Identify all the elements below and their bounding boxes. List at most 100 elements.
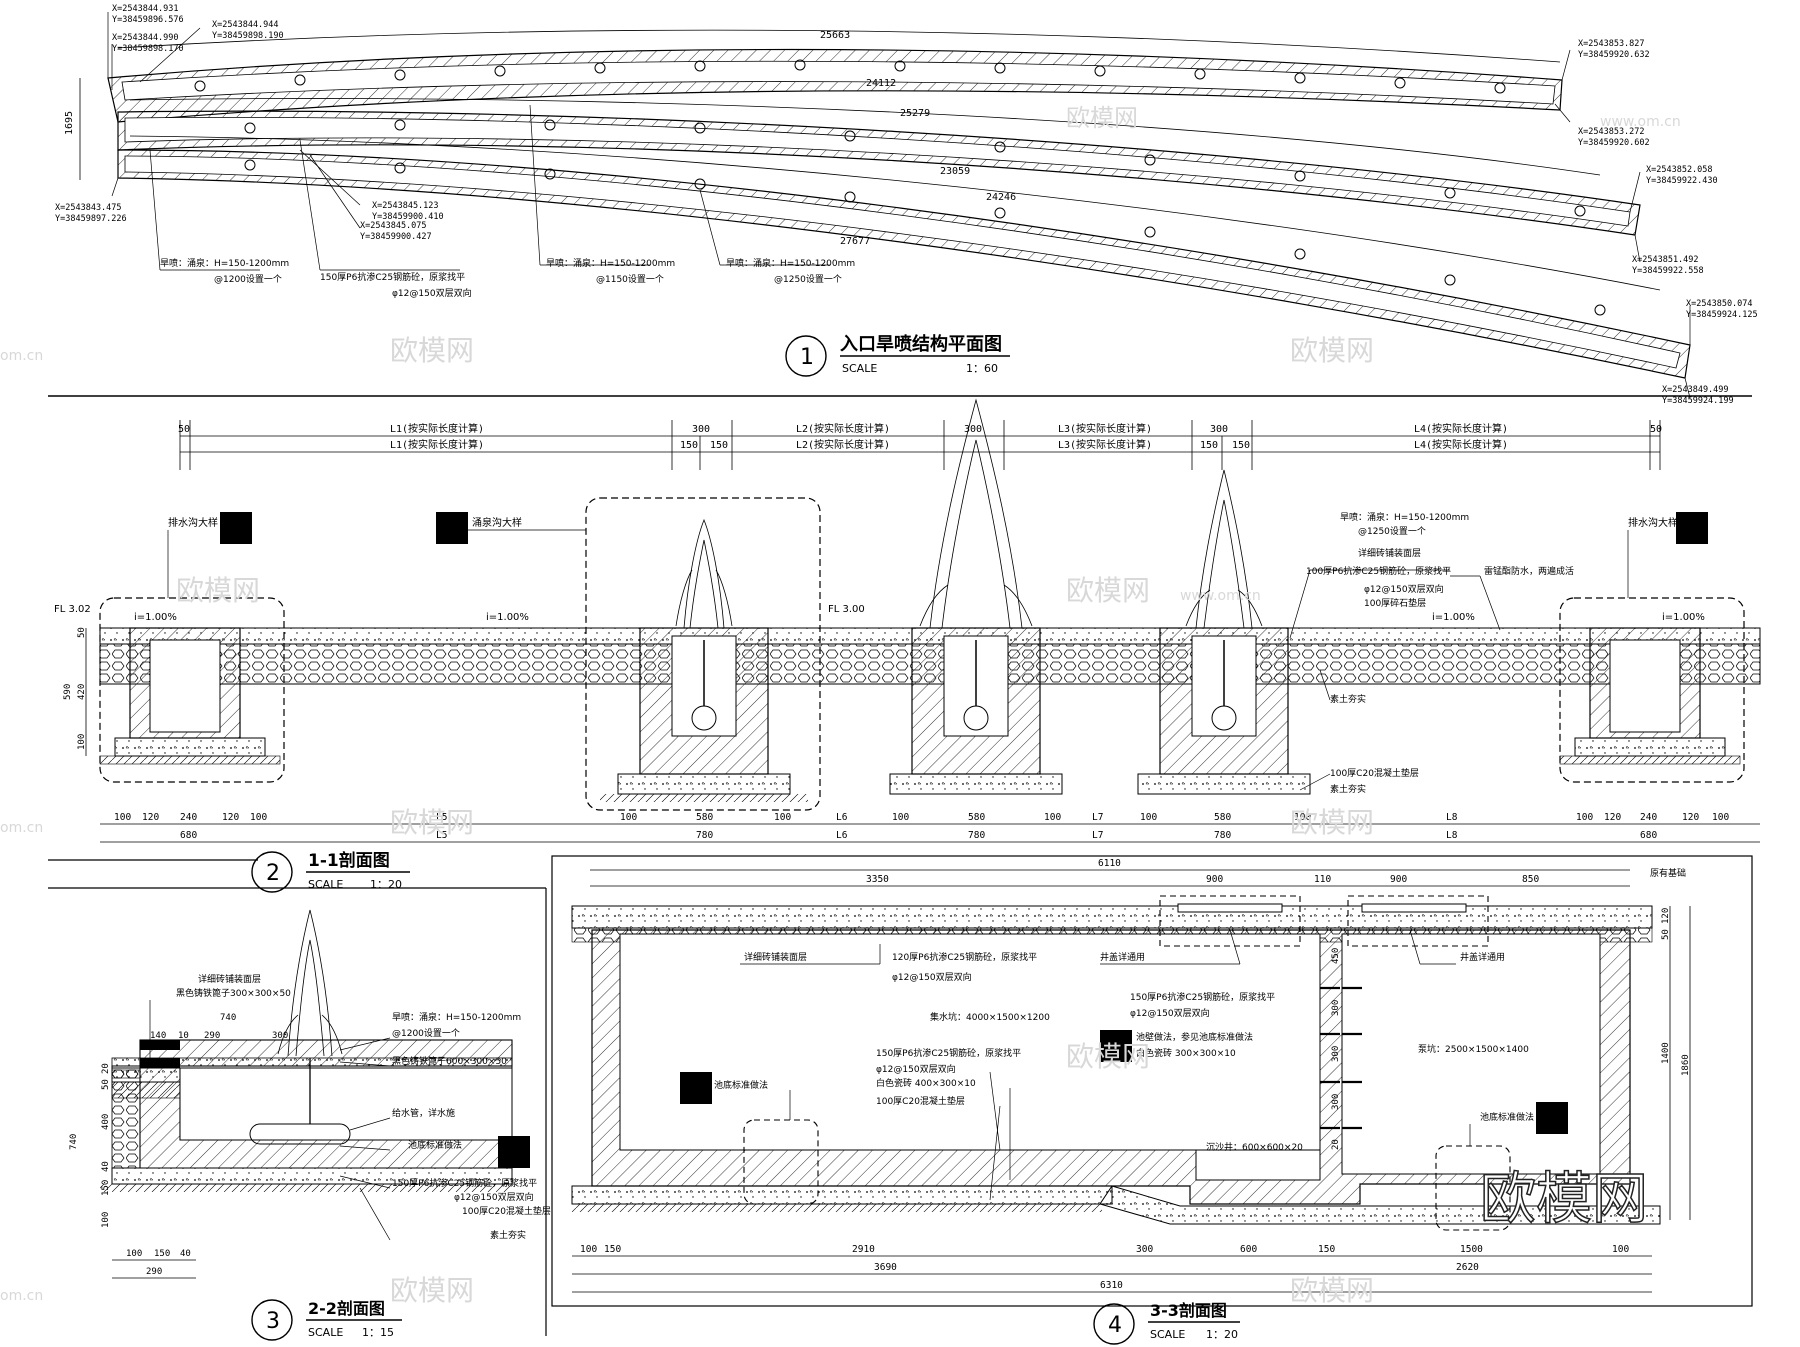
watermark: www.om.cn	[1180, 588, 1261, 604]
s33-note: φ12@150双层双向	[876, 1063, 956, 1075]
s33-right-dim: 50	[1661, 929, 1671, 940]
s33-frame	[551, 855, 1753, 1307]
s33-detail-marker	[1536, 1102, 1568, 1134]
s11-bottom-dim: L8	[1446, 812, 1458, 823]
plan-scale-label: SCALE	[842, 362, 877, 375]
watermark: 欧模网	[1066, 1040, 1150, 1073]
s11-bottom-dim: 100	[620, 812, 637, 823]
s33-sand-well	[1195, 1149, 1321, 1181]
s11-top-dim: 50	[1650, 424, 1662, 435]
s22-dim: 400	[101, 1114, 111, 1130]
plan-title: 入口旱喷结构平面图	[840, 333, 1002, 355]
s33-bottom-dim: 100	[580, 1244, 597, 1255]
s33-top-dim: 850	[1522, 874, 1539, 885]
s11-label: i=1.00%	[1432, 612, 1475, 623]
plan-coord: X=2543845.075	[360, 221, 427, 231]
plan-dim: 25663	[820, 30, 850, 41]
plan-title-bubble	[785, 335, 827, 377]
watermark: om.cn	[0, 348, 43, 364]
s11-bottom-dim: 580	[696, 812, 713, 823]
s33-scale-label: SCALE	[1150, 1328, 1185, 1341]
s11-detail-marker	[220, 512, 252, 544]
s33-covers	[743, 895, 1511, 1231]
s11-top-dim: L2(按实际长度计算)	[796, 422, 890, 435]
s11-top-dim: 150	[1200, 440, 1218, 451]
s11-top-dim: 300	[964, 424, 982, 435]
plan-note: 150厚P6抗渗C25钢筋砼，原浆找平	[320, 271, 465, 283]
s33-note: 井盖详通用	[1100, 951, 1145, 963]
s11-bottom-dim: 680	[1640, 830, 1657, 841]
s33-right-dim: 20	[1331, 1139, 1341, 1150]
plan-coord: Y=38459898.190	[212, 31, 284, 41]
s11-scale: 1：20	[370, 878, 402, 891]
s22-dim: 140	[150, 1031, 166, 1041]
plan-channel-upper	[121, 60, 1556, 105]
s33-note: 集水坑：4000×1500×1200	[930, 1011, 1050, 1023]
s11-bottom-dim: 780	[696, 830, 713, 841]
s11-bottom-dim: 100	[114, 812, 131, 823]
s11-note: φ12@150双层双向	[1364, 583, 1444, 595]
s33-collect-pit	[619, 933, 1321, 1151]
s11-note: 100厚P6抗渗C25钢筋砼，原浆找平	[1306, 565, 1451, 577]
s11-detail-marker	[436, 512, 468, 544]
s33-bottom-dim: 6310	[1100, 1280, 1123, 1291]
s11-bottom-dim: 240	[1640, 812, 1657, 823]
s11-label: FL 3.02	[54, 604, 91, 615]
s11-bottom-dim: 120	[1604, 812, 1621, 823]
s11-fountain-pit-1	[600, 627, 808, 802]
plan-coord: Y=38459922.430	[1646, 176, 1718, 186]
s22-note: @1200设置一个	[392, 1028, 460, 1039]
s33-bottom-dim: 1500	[1460, 1244, 1483, 1255]
s11-note: 100厚C20混凝土垫层	[1330, 767, 1419, 779]
s33-note: 白色瓷砖 300×300×10	[1136, 1047, 1236, 1059]
s11-callouts	[99, 497, 1745, 811]
s11-note: 旱喷：涌泉：H=150-1200mm	[1340, 511, 1469, 523]
plan-dim: 27677	[840, 236, 870, 247]
plan-coord: Y=38459920.632	[1578, 50, 1650, 60]
s11-bottom-dim: 100	[1044, 812, 1061, 823]
s11-top-dim: 300	[1210, 424, 1228, 435]
watermark: 欧模网	[390, 1274, 474, 1307]
s33-right-dim: 1860	[1681, 1054, 1691, 1076]
s11-top-dim: 150	[1232, 440, 1250, 451]
s11-fountain-pit-2	[889, 627, 1063, 795]
s22-title: 2-2剖面图	[308, 1299, 385, 1318]
s11-top-dim: L1(按实际长度计算)	[390, 422, 484, 435]
s33-right-dim: 300	[1331, 1000, 1341, 1016]
s11-bottom-dim: 100	[774, 812, 791, 823]
s33-note: 池底标准做法	[1480, 1111, 1534, 1123]
section-2-2: 详细砖铺装面层 黑色铸铁篦子300×300×50 旱喷：涌泉：H=150-120…	[69, 909, 551, 1341]
s11-label: i=1.00%	[134, 612, 177, 623]
s33-top-dim: 900	[1390, 874, 1407, 885]
plan-coord: X=2543845.123	[372, 201, 439, 211]
s11-left-dim: 100	[77, 734, 87, 750]
watermark: 欧模网	[1290, 806, 1374, 839]
s11-bottom-dim: 240	[180, 812, 197, 823]
s11-bottom-dim: 120	[1682, 812, 1699, 823]
s11-bottom-dim: 100	[1712, 812, 1729, 823]
s11-top-dim: 150	[710, 440, 728, 451]
s11-bottom-dim: L5	[436, 830, 447, 841]
s33-note: 100厚C20混凝土垫层	[876, 1095, 965, 1107]
s22-detail-marker	[498, 1136, 530, 1168]
s33-bottom-dim: 3690	[874, 1262, 897, 1273]
s22-note: 详细砖铺装面层	[198, 973, 261, 985]
s33-bottom-dim: 150	[1318, 1244, 1335, 1255]
s22-dim: 10	[178, 1031, 189, 1041]
plan-coord: X=2543844.990	[112, 33, 179, 43]
watermark: 欧模网	[1290, 1274, 1374, 1307]
plan-dim: 24246	[986, 192, 1016, 203]
s33-note: 150厚P6抗渗C25钢筋砼，原浆找平	[1130, 991, 1275, 1003]
s11-bottom-dim: L6	[836, 812, 848, 823]
s22-dim: 740	[69, 1134, 79, 1150]
s33-bottom-dim: 600	[1240, 1244, 1257, 1255]
s33-ladder	[1320, 986, 1362, 1130]
s11-top-dim: L2(按实际长度计算)	[796, 438, 890, 451]
s11-bottom-dim: 100	[1140, 812, 1157, 823]
plan-coord: Y=38459922.558	[1632, 266, 1704, 276]
s11-top-dim: L1(按实际长度计算)	[390, 438, 484, 451]
plan-coord: X=2543853.272	[1578, 127, 1645, 137]
plan-note: 旱喷：涌泉：H=150-1200mm	[546, 257, 675, 269]
s22-note: 给水管，详水施	[392, 1107, 455, 1119]
s22-dim: 290	[146, 1267, 162, 1277]
